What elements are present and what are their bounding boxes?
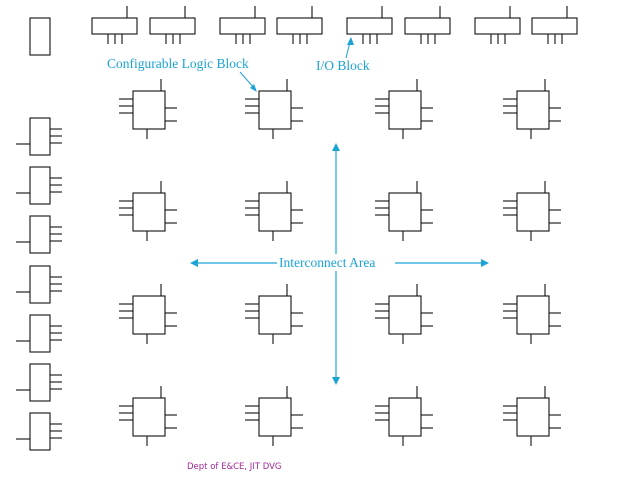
clb-block-body (132, 90, 166, 130)
clb-block-body (258, 397, 292, 437)
left-io-block (16, 265, 62, 304)
clb-block (119, 181, 177, 241)
clb-block-body (516, 295, 550, 335)
clb-pointer-arrowhead (250, 84, 257, 92)
clb-block (119, 284, 177, 344)
clb-block-body (258, 192, 292, 232)
io-block-body (29, 363, 51, 402)
left-io-block (16, 412, 62, 451)
clb-block (375, 79, 433, 139)
clb-block (375, 386, 433, 446)
io-block-body (29, 215, 51, 254)
clb-label: Configurable Logic Block (107, 56, 249, 71)
clb-block (119, 79, 177, 139)
clb-block-body (258, 295, 292, 335)
clb-block-body (516, 192, 550, 232)
top-io-block (474, 6, 521, 44)
clb-block-body (388, 90, 422, 130)
io-block-body (276, 17, 323, 35)
clb-block (503, 79, 561, 139)
clb-block-body (516, 90, 550, 130)
clb-block-body (388, 397, 422, 437)
clb-block (245, 181, 303, 241)
io-block-body (531, 17, 578, 35)
top-io-block (346, 6, 393, 44)
clb-block-body (388, 295, 422, 335)
left-io-block (16, 363, 62, 402)
top-io-block (276, 6, 323, 44)
clb-block (503, 284, 561, 344)
top-io-block (531, 6, 578, 44)
io-block-body (29, 412, 51, 451)
clb-block-body (258, 90, 292, 130)
footer-credit: Dept of E&CE, JIT DVG (187, 462, 282, 472)
annotations: Configurable Logic Block I/O Block Inter… (107, 37, 489, 385)
corner-io-block (29, 17, 51, 56)
io-block-body (91, 17, 138, 35)
clb-block-body (132, 397, 166, 437)
left-io-block (16, 314, 62, 353)
io-block-body (29, 117, 51, 156)
interconnect-down-arrowhead (332, 377, 340, 385)
top-io-block (149, 6, 196, 44)
clb-block-body (132, 295, 166, 335)
io-block-body (29, 265, 51, 304)
clb-block (119, 386, 177, 446)
clb-block (245, 284, 303, 344)
iob-label: I/O Block (316, 58, 370, 73)
io-block-body (29, 166, 51, 205)
top-io-blocks (29, 6, 578, 56)
clb-grid (119, 79, 561, 446)
io-block-body (29, 314, 51, 353)
io-block-body (346, 17, 393, 35)
io-block-body (474, 17, 521, 35)
interconnect-right-arrowhead (481, 259, 489, 267)
left-io-block (16, 117, 62, 156)
top-io-block (404, 6, 451, 44)
clb-block (503, 181, 561, 241)
top-io-block (219, 6, 266, 44)
clb-block (503, 386, 561, 446)
io-block-body (219, 17, 266, 35)
left-io-block (16, 166, 62, 205)
interconnect-label: Interconnect Area (279, 255, 375, 270)
interconnect-label-bg (277, 254, 395, 271)
left-io-block (16, 215, 62, 254)
io-block-body (149, 17, 196, 35)
clb-block-body (388, 192, 422, 232)
top-io-block (91, 6, 138, 44)
clb-block (375, 181, 433, 241)
interconnect-up-arrowhead (332, 143, 340, 151)
clb-block (375, 284, 433, 344)
left-io-blocks (16, 117, 62, 451)
io-block-body (404, 17, 451, 35)
iob-pointer-arrowhead (347, 37, 354, 45)
clb-block (245, 79, 303, 139)
clb-block-body (516, 397, 550, 437)
clb-block-body (132, 192, 166, 232)
clb-block (245, 386, 303, 446)
interconnect-left-arrowhead (190, 259, 198, 267)
